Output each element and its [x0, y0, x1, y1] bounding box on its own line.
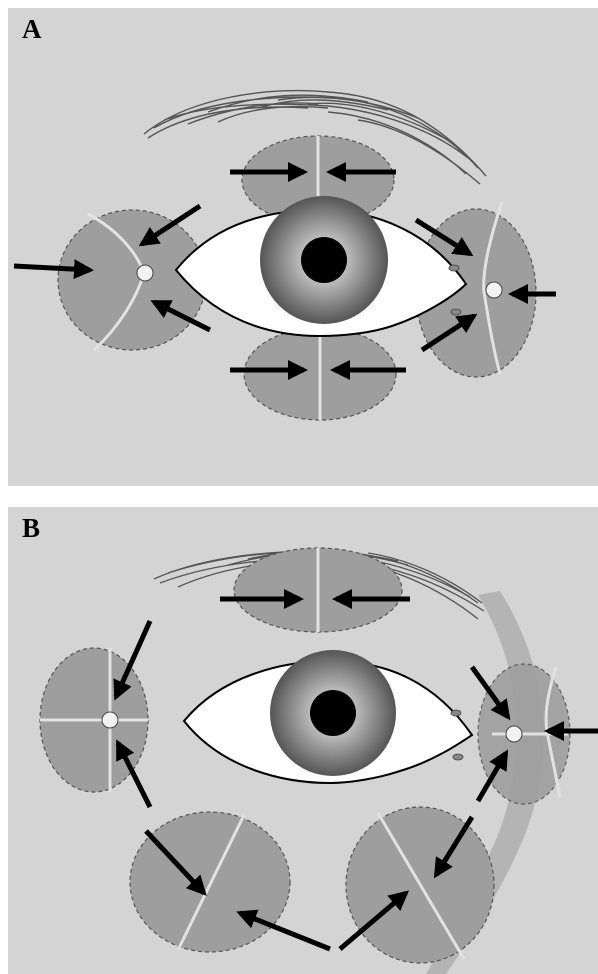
caruncle	[451, 710, 461, 716]
caruncle	[451, 309, 461, 315]
panel-a: A	[8, 8, 598, 486]
center-point-right	[486, 282, 502, 298]
region-right	[478, 664, 570, 804]
pupil	[310, 690, 356, 736]
panel-b-diagram	[8, 507, 598, 974]
center-point-left	[137, 265, 153, 281]
caruncle	[453, 754, 463, 760]
center-point-right	[506, 726, 522, 742]
panel-b: B	[8, 507, 598, 974]
region-bottom-left	[130, 812, 290, 952]
panel-a-diagram	[8, 8, 598, 486]
region-bottom-right	[346, 807, 494, 963]
region-top	[234, 548, 402, 632]
caruncle	[449, 265, 459, 271]
center-point-left	[102, 712, 118, 728]
region-bottom	[244, 328, 396, 420]
eye	[184, 650, 472, 783]
pupil	[301, 237, 347, 283]
